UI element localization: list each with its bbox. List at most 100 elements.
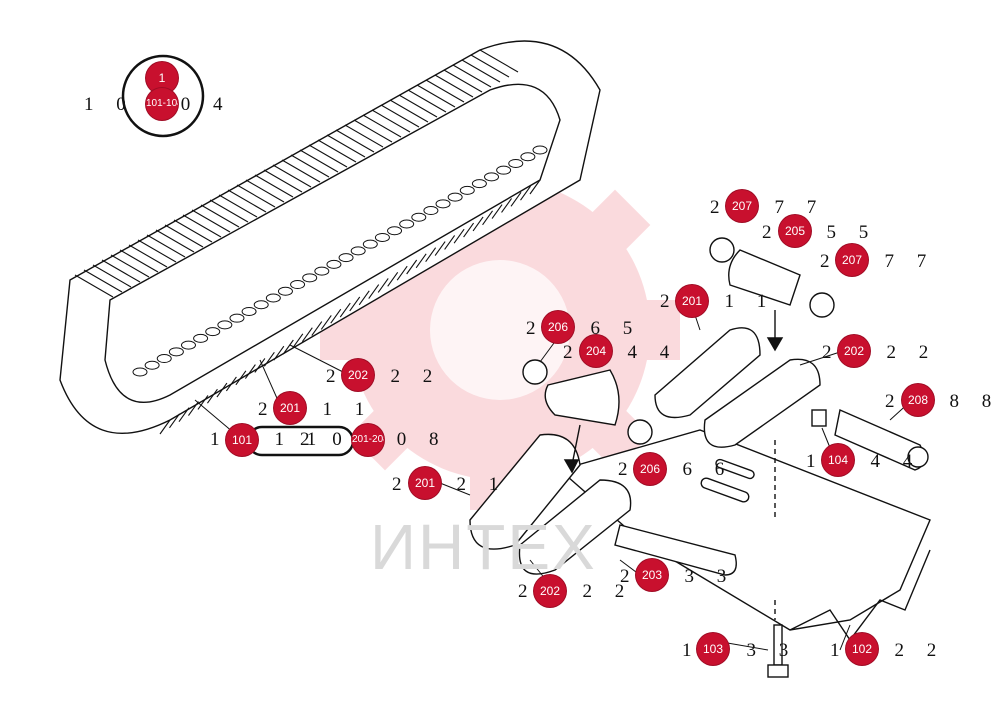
track-rib	[335, 129, 375, 153]
track-rib	[387, 271, 399, 287]
track-rib	[501, 198, 512, 213]
track-rib	[155, 229, 195, 253]
chain-link	[144, 360, 160, 370]
track-rib	[74, 274, 114, 298]
track-rib	[272, 164, 312, 188]
badge-part-103[interactable]: 103	[697, 633, 729, 665]
badge-part-207[interactable]: 207	[836, 244, 868, 276]
badge-part-206[interactable]: 206	[634, 453, 666, 485]
chain-link	[496, 165, 512, 175]
track-rib	[453, 228, 465, 244]
badge-part-101-104[interactable]: 101-104	[146, 88, 178, 120]
chain-link	[314, 266, 330, 276]
badge-part-206[interactable]: 206	[542, 311, 574, 343]
badge-part-203[interactable]: 203	[636, 559, 668, 591]
chain-link	[471, 179, 487, 189]
track-rib	[254, 174, 294, 198]
track-rib	[169, 413, 180, 429]
track-rib	[463, 222, 475, 238]
track-rib	[472, 216, 484, 232]
track-rib	[273, 345, 285, 361]
track-rib	[92, 264, 132, 288]
track-rib	[178, 407, 190, 423]
pin-203	[614, 524, 737, 576]
badge-part-204[interactable]: 204	[580, 335, 612, 367]
track-rib	[444, 235, 456, 250]
badge-part-201-208[interactable]: 201-208	[352, 424, 384, 456]
track-rib	[182, 214, 222, 238]
chain-link	[399, 219, 415, 229]
badge-part-201[interactable]: 201	[409, 467, 441, 499]
nut-104	[811, 409, 827, 427]
badge-part-208[interactable]: 208	[902, 384, 934, 416]
badge-part-201[interactable]: 201	[676, 285, 708, 317]
track-chain-outline	[59, 40, 601, 434]
chain-link	[217, 320, 233, 330]
chain-link	[290, 280, 306, 290]
track-rib	[216, 382, 228, 398]
track-rib	[415, 253, 427, 269]
bushing-204	[544, 369, 620, 426]
chain-link	[362, 239, 378, 249]
washer-207b	[809, 292, 835, 318]
link-left-outer	[469, 433, 581, 550]
washer-206a	[522, 359, 548, 385]
track-rib	[290, 154, 330, 178]
link-right-outer	[654, 327, 761, 419]
badge-part-102[interactable]: 102	[846, 633, 878, 665]
track-rib	[245, 179, 285, 203]
badge-part-201[interactable]: 201	[274, 392, 306, 424]
track-rib	[358, 290, 370, 306]
track-rib	[330, 308, 342, 324]
track-rib	[159, 419, 171, 435]
track-rib	[491, 204, 503, 219]
track-rib	[191, 209, 231, 233]
track-rib	[407, 89, 447, 113]
chain-link	[205, 327, 221, 337]
chain-link	[302, 273, 318, 283]
badge-part-101[interactable]: 101	[226, 424, 258, 456]
track-rib	[362, 114, 402, 138]
watermark-text: ИНТЕХ	[370, 511, 597, 583]
badge-part-202[interactable]: 202	[838, 335, 870, 367]
track-rib	[188, 401, 199, 416]
track-rib	[263, 169, 303, 193]
washer-206b	[627, 419, 653, 445]
badge-part-207[interactable]: 207	[726, 190, 758, 222]
track-rib	[227, 189, 267, 213]
chain-link	[411, 212, 427, 222]
track-rib	[164, 224, 204, 248]
track-rib	[377, 278, 389, 293]
chain-link	[326, 259, 342, 269]
badge-part-205[interactable]: 205	[779, 215, 811, 247]
track-rib	[101, 259, 141, 283]
track-rib	[470, 54, 510, 78]
track-rib	[110, 254, 150, 278]
track-rib	[371, 109, 411, 133]
chain-link	[484, 172, 500, 182]
track-rib	[389, 99, 429, 123]
track-rib	[368, 284, 380, 299]
track-rib	[128, 244, 168, 268]
track-rib	[225, 376, 237, 392]
track-rib	[320, 315, 332, 330]
track-rib	[209, 199, 249, 223]
chain-link	[265, 293, 281, 303]
track-rib	[349, 296, 361, 312]
track-rib	[146, 234, 186, 258]
track-rib	[425, 247, 437, 263]
chain-link	[374, 232, 390, 242]
track-rib	[308, 144, 348, 168]
chain-link	[253, 300, 269, 310]
badge-part-202[interactable]: 202	[534, 575, 566, 607]
track-rib	[301, 327, 313, 343]
track-rib	[326, 134, 366, 158]
badge-part-202[interactable]: 202	[342, 359, 374, 391]
badge-part-104[interactable]: 104	[822, 444, 854, 476]
track-rib	[263, 351, 275, 367]
track-rib	[339, 302, 351, 318]
chain-link	[350, 246, 366, 256]
track-rib	[200, 204, 240, 228]
track-rib	[235, 370, 247, 386]
